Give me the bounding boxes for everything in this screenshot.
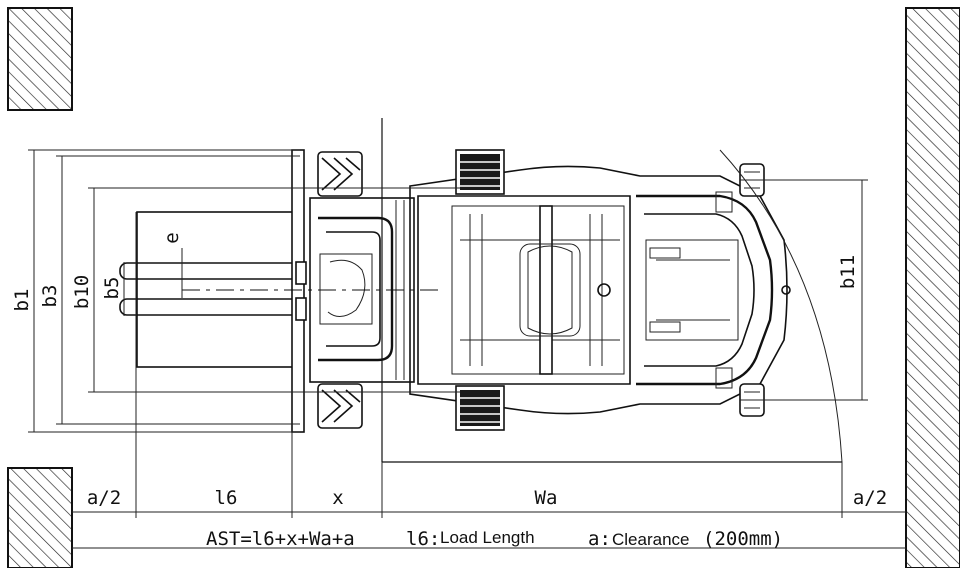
formula-a-value: (200mm): [703, 528, 783, 550]
label-l6: l6: [215, 487, 238, 509]
label-b3: b3: [39, 285, 61, 308]
fork-carriage: [291, 149, 307, 433]
wall-top-left: [7, 7, 73, 111]
drive-wheel-top: [455, 149, 505, 195]
dimension-lines-left: [28, 149, 460, 433]
formula-l6-desc: Load Length: [440, 528, 535, 547]
formula-l6-prefix: l6:: [406, 528, 440, 550]
label-x: x: [332, 487, 343, 509]
dimension-lines-right: [740, 179, 868, 401]
drive-wheel-bottom: [455, 385, 505, 431]
center-line: [181, 248, 440, 298]
chassis: [409, 165, 791, 415]
front-wheel-top: [317, 151, 363, 197]
label-b11: b11: [837, 255, 859, 289]
label-e: e: [161, 232, 183, 243]
formula-a-prefix: a:: [588, 528, 611, 550]
label-wa: Wa: [535, 487, 558, 509]
formula-ast: AST=l6+x+Wa+a: [206, 528, 355, 550]
wall-right: [905, 7, 960, 568]
label-a-half-right: a/2: [853, 487, 887, 509]
forks: [119, 262, 299, 316]
label-b10: b10: [71, 275, 93, 309]
wall-bottom-left: [7, 467, 73, 568]
label-b5: b5: [101, 277, 123, 300]
dimension-row: [72, 212, 906, 549]
front-wheel-bottom: [317, 383, 363, 429]
turning-radius-arc: [381, 118, 843, 463]
label-b1: b1: [11, 289, 33, 312]
label-a-half-left: a/2: [87, 487, 121, 509]
formula-a-desc: Clearance: [612, 530, 690, 549]
